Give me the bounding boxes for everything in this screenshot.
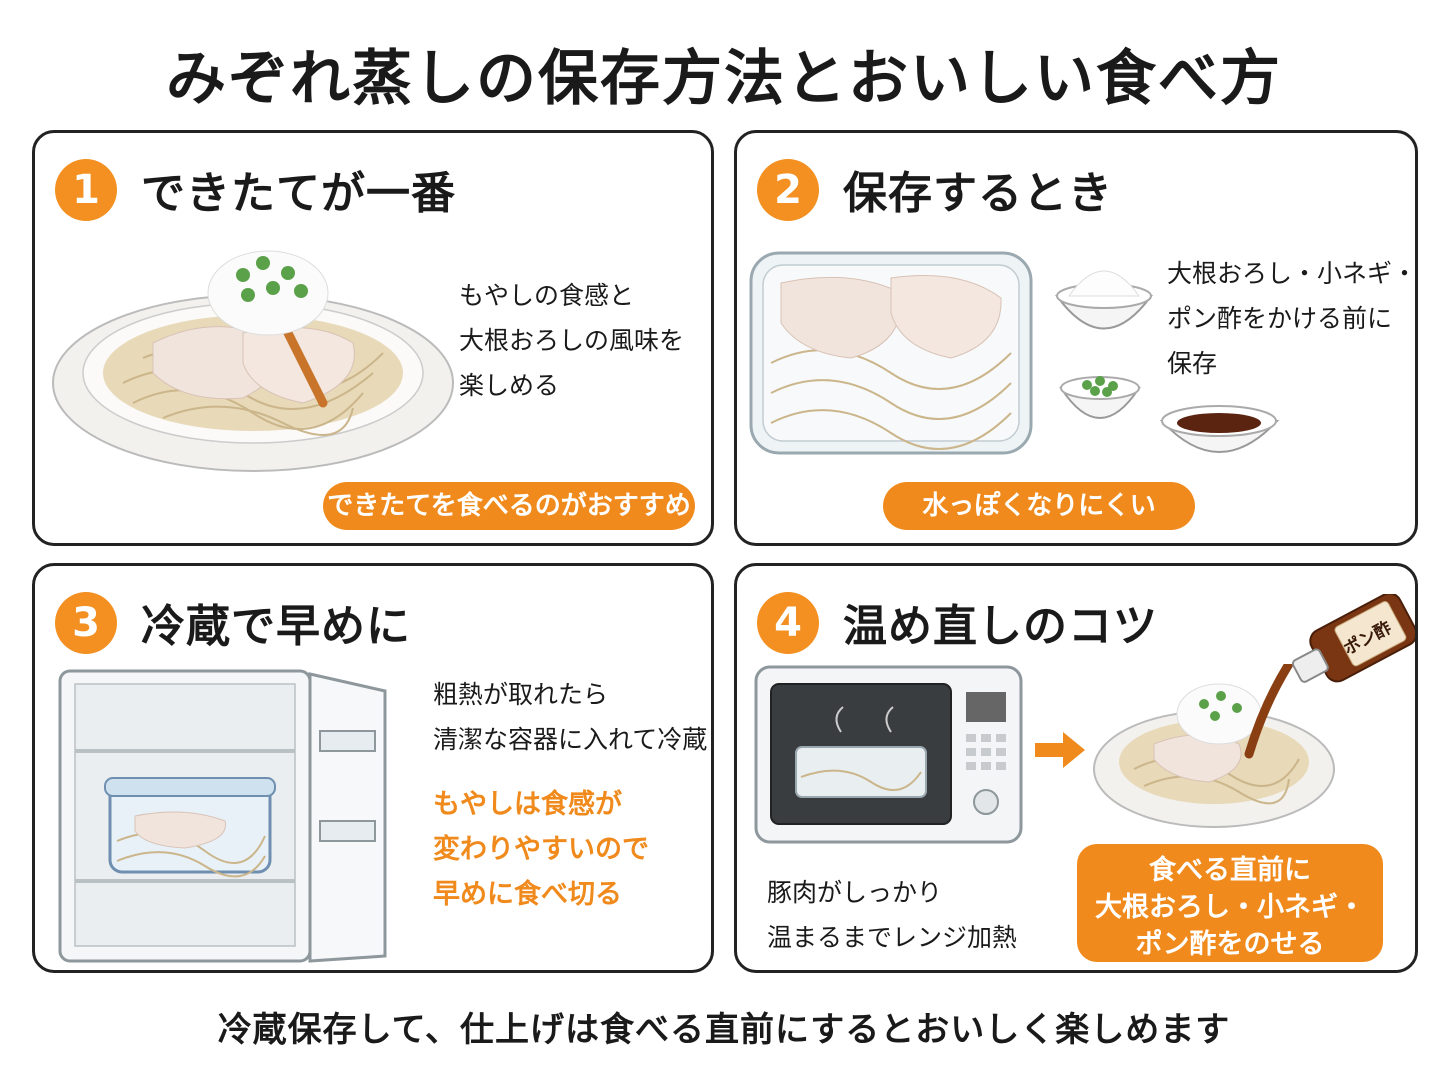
- plate-illustration-ponzu: [1093, 664, 1335, 828]
- panel-2-text-3: 保存: [1167, 349, 1218, 378]
- panel-1-text-1: もやしの食感と: [459, 281, 635, 310]
- container-illustration: [749, 251, 1033, 455]
- panel-3-highlight-3: 早めに食べ切る: [433, 879, 622, 910]
- panel-1-text-3: 楽しめる: [459, 371, 560, 400]
- grated-radish-bowl: [1055, 270, 1153, 330]
- panel-freshly-made: 1 できたてが一番 もやしの食感と 大根おろしの風味を 楽しめる できたてを食べ…: [32, 130, 714, 546]
- panel-2-text-1: 大根おろし・小ネギ・: [1167, 259, 1418, 288]
- panel-3-highlight-2: 変わりやすいので: [433, 834, 649, 865]
- panel-3-text-1: 粗熱が取れたら: [433, 680, 609, 709]
- refrigerator-illustration: [58, 669, 387, 963]
- panel-storage: 2 保存するとき 大根おろし・小ネギ・ ポン酢をかける前に 保存 水っぽくなりに…: [734, 130, 1418, 546]
- panel-3-highlight-1: もやしは食感が: [433, 789, 622, 820]
- panel-4-title: 温め直しのコツ: [843, 601, 1158, 652]
- step-number-4: 4: [757, 592, 819, 654]
- panel-4-tip-2: 大根おろし・小ネギ・: [1095, 892, 1365, 923]
- panel-2-badge: 水っぽくなりにくい: [883, 482, 1195, 530]
- panel-4-tip-3: ポン酢をのせる: [1135, 929, 1325, 960]
- arrow-right-icon: [1035, 732, 1085, 768]
- green-onion-bowl: [1059, 376, 1141, 419]
- panel-reheat: 4 温め直しのコツ ポン酢 豚肉がしっかり: [734, 563, 1418, 973]
- panel-1-badge: できたてを食べるのがおすすめ: [323, 482, 695, 530]
- step-number-1: 1: [55, 159, 117, 221]
- panel-4-tip-1: 食べる直前に: [1149, 855, 1311, 886]
- panel-3-title: 冷蔵で早めに: [141, 601, 411, 652]
- panel-4-text-1: 豚肉がしっかり: [767, 878, 943, 907]
- panel-4-text-2: 温まるまでレンジ加熱: [767, 923, 1018, 952]
- panel-1-text-2: 大根おろしの風味を: [459, 326, 685, 355]
- panel-refrigerate: 3 冷蔵で早めに 粗熱が取れたら 清潔な容器に入れて冷蔵 もやしは食感が 変わり…: [32, 563, 714, 973]
- page-title: みぞれ蒸しの保存方法とおいしい食べ方: [166, 44, 1282, 114]
- footer-summary: 冷蔵保存して、仕上げは食べる直前にするとおいしく楽しめます: [217, 1010, 1231, 1050]
- microwave-illustration: [754, 665, 1023, 844]
- plate-illustration: [52, 250, 454, 472]
- panel-2-text-2: ポン酢をかける前に: [1167, 304, 1393, 333]
- ponzu-dish: [1159, 405, 1280, 453]
- panel-1-title: できたてが一番: [141, 168, 456, 219]
- ponzu-bottle-illustration: [1291, 594, 1415, 683]
- panel-2-title: 保存するとき: [843, 168, 1113, 219]
- panel-3-text-2: 清潔な容器に入れて冷蔵: [433, 725, 708, 754]
- step-number-3: 3: [55, 592, 117, 654]
- step-number-2: 2: [757, 159, 819, 221]
- panel-4-tip-box: 食べる直前に 大根おろし・小ネギ・ ポン酢をのせる: [1077, 844, 1383, 962]
